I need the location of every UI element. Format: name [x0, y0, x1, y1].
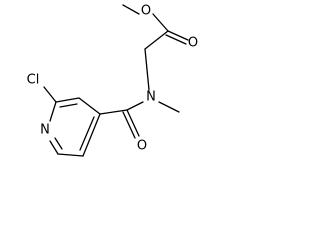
bond-n-methyl: [158, 101, 180, 113]
bond-ring-c6-c5: [57, 153, 84, 157]
atom-label-chlorine: Cl: [27, 73, 40, 88]
bond-amide-c-ring: [99, 109, 128, 115]
atom-label-carbonyl-oxygen-ester: O: [188, 36, 198, 51]
atom-label-pyridine-nitrogen: N: [40, 123, 50, 138]
atom-labels: O O N Cl N O: [27, 4, 198, 154]
bond-ring-c2-n: [49, 101, 57, 122]
bond-amide-c-o-double-b: [122, 111, 136, 139]
bond-amide-c-o-double-a: [126, 109, 140, 137]
bonds: [43, 4, 189, 157]
bond-ester-c-o-double-a: [167, 30, 189, 41]
bond-ring-c4-c3: [78, 97, 101, 115]
chemical-structure: O O N Cl N O: [27, 4, 198, 157]
bond-ring-n-c6: [49, 140, 59, 155]
bond-ring-c3-c2: [55, 97, 80, 103]
bond-methyl-o: [122, 4, 140, 15]
atom-label-ester-oxygen: O: [141, 4, 151, 19]
bond-c2-cl: [43, 86, 57, 103]
bond-o-carbonyl-c: [152, 13, 169, 32]
bond-carbonyl-c-ch2: [144, 30, 169, 50]
bond-ester-c-o-double-b: [165, 34, 187, 45]
bond-n-amide-c: [126, 101, 144, 111]
bond-ch2-n: [144, 48, 150, 91]
bond-ring-c3-c2-inner: [59, 103, 78, 108]
atom-label-carbonyl-oxygen-amide: O: [137, 139, 147, 154]
bond-ring-c5-c4: [82, 113, 101, 157]
bond-ring-c5-c4-inner: [79, 116, 95, 151]
bond-ring-n-c6-inner: [54, 137, 63, 150]
atom-label-amide-nitrogen: N: [146, 90, 156, 105]
